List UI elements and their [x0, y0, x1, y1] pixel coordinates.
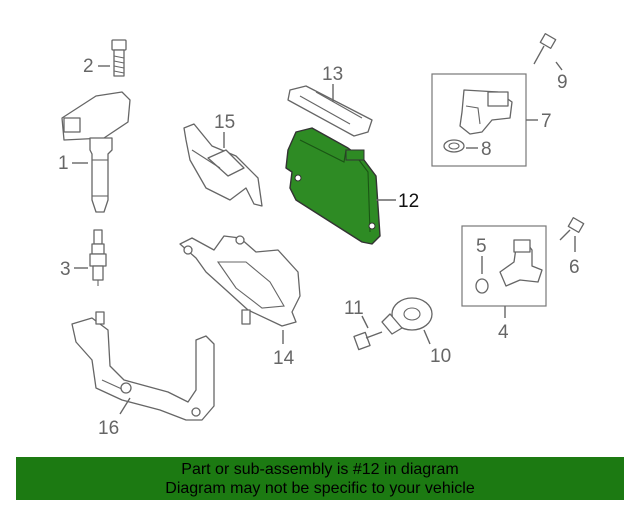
part-13-cover[interactable] — [287, 85, 373, 137]
callout-7[interactable]: 7 — [541, 111, 552, 132]
part-5-washer[interactable] — [475, 278, 489, 294]
part-10-knock-sensor[interactable] — [381, 297, 433, 335]
leader-line-11 — [361, 315, 369, 329]
banner-line-2: Diagram may not be specific to your vehi… — [165, 479, 475, 497]
callout-16[interactable]: 16 — [98, 418, 119, 439]
callout-3[interactable]: 3 — [60, 259, 71, 280]
callout-8[interactable]: 8 — [481, 139, 492, 160]
callout-1[interactable]: 1 — [58, 153, 69, 174]
callout-11[interactable]: 11 — [344, 298, 364, 319]
info-banner: Part or sub-assembly is #12 in diagram D… — [16, 457, 624, 500]
part-4-sensor[interactable] — [499, 239, 543, 287]
part-2-bolt[interactable] — [111, 39, 127, 77]
callout-2[interactable]: 2 — [83, 56, 94, 77]
part-12-engine-control-module[interactable] — [285, 127, 381, 245]
part-16-lower-bracket[interactable] — [71, 311, 215, 421]
part-6-bolt[interactable] — [559, 217, 585, 241]
group-box-4 — [461, 225, 547, 307]
part-1-ignition-coil[interactable] — [61, 91, 131, 213]
callout-5[interactable]: 5 — [476, 236, 487, 257]
callout-14[interactable]: 14 — [273, 348, 295, 369]
part-7-sensor[interactable] — [459, 89, 513, 135]
part-3-spark-plug[interactable] — [89, 229, 107, 286]
callout-15[interactable]: 15 — [214, 112, 235, 133]
callout-12[interactable]: 12 — [398, 191, 419, 212]
part-11-bolt[interactable] — [353, 331, 383, 351]
callout-10[interactable]: 10 — [430, 346, 451, 367]
part-14-mounting-bracket[interactable] — [179, 235, 301, 327]
leader-line-16 — [119, 397, 131, 415]
parts-diagram: 2 1 3 13 15 12 — [58, 33, 585, 439]
callout-4[interactable]: 4 — [498, 322, 509, 343]
callout-13[interactable]: 13 — [322, 64, 343, 85]
part-15-bracket[interactable] — [183, 123, 263, 207]
leader-line-9 — [555, 61, 563, 71]
callout-9[interactable]: 9 — [557, 72, 568, 93]
part-8-o-ring[interactable] — [443, 139, 465, 153]
banner-line-1: Part or sub-assembly is #12 in diagram — [181, 460, 459, 478]
part-9-bolt[interactable] — [533, 33, 557, 65]
callout-6[interactable]: 6 — [569, 257, 580, 278]
leader-line-10 — [423, 329, 431, 345]
